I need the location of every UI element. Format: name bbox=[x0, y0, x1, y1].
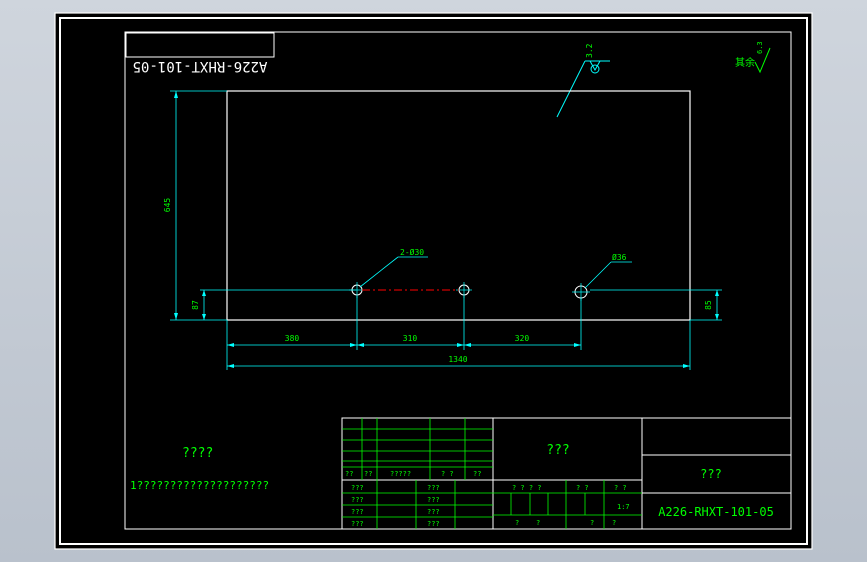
outer-frame bbox=[59, 17, 808, 545]
title-block-header: ?? ?? ????? ? ? ?? bbox=[345, 470, 481, 478]
hole-leaders bbox=[359, 256, 632, 289]
drawing-number: A226-RHXT-101-05 bbox=[658, 505, 774, 519]
scale-label: ? ? bbox=[614, 484, 627, 492]
horizontal-dimensions bbox=[227, 343, 690, 368]
row-label: ??? bbox=[351, 508, 364, 516]
surface-mark: 3.2 bbox=[585, 43, 594, 58]
row-label: ??? bbox=[351, 520, 364, 528]
dim-total: 1340 bbox=[448, 355, 467, 364]
surface-leader: 3.2 bbox=[556, 43, 610, 118]
hole-pair-callout: 2-Ø30 bbox=[400, 247, 424, 257]
notes-item: 1???????????????????? bbox=[130, 479, 269, 492]
part-outline[interactable] bbox=[226, 90, 691, 321]
notes-title: ???? bbox=[182, 446, 213, 461]
roughness-value: 6.3 bbox=[756, 41, 764, 54]
title-block-rows: ??? ??? ??? ??? ??? ??? ??? ??? bbox=[351, 484, 440, 528]
stage-header: ? ? ? ? ? ? ? ? 1:7 ? ? ? ? bbox=[512, 484, 630, 527]
sheet-label: ? bbox=[590, 519, 594, 527]
company-name: ??? bbox=[700, 467, 722, 481]
sheet-label: ? bbox=[515, 519, 519, 527]
title-block bbox=[341, 417, 792, 530]
dim-seg3: 320 bbox=[515, 334, 530, 343]
row-label: ??? bbox=[427, 520, 440, 528]
mirrored-code: A226-RHXT-101-05 bbox=[133, 58, 268, 74]
row-label: ??? bbox=[351, 496, 364, 504]
row-label: ??? bbox=[427, 508, 440, 516]
drawing-sheet bbox=[54, 12, 813, 550]
hdr-1: ?? bbox=[364, 470, 372, 478]
hdr-0: ?? bbox=[345, 470, 353, 478]
sheet-label: ? bbox=[536, 519, 540, 527]
dim-seg1: 380 bbox=[285, 334, 300, 343]
hdr-3: ? ? bbox=[441, 470, 454, 478]
part-name: ??? bbox=[546, 443, 569, 458]
hdr-4: ?? bbox=[473, 470, 481, 478]
hole-single-callout: Ø36 bbox=[612, 252, 627, 262]
weight-label: ? ? bbox=[576, 484, 589, 492]
dim-height-main: 645 bbox=[163, 198, 172, 213]
hdr-2: ????? bbox=[390, 470, 411, 478]
roughness-symbol: 其余 6.3 bbox=[735, 41, 771, 74]
dim-seg2: 310 bbox=[403, 334, 418, 343]
sheet-label: ? bbox=[612, 519, 616, 527]
row-label: ??? bbox=[427, 496, 440, 504]
row-label: ??? bbox=[351, 484, 364, 492]
scale-value: 1:7 bbox=[617, 503, 630, 511]
stage-label: ? ? ? ? bbox=[512, 484, 542, 492]
row-label: ??? bbox=[427, 484, 440, 492]
dim-height-right: 85 bbox=[704, 300, 713, 310]
vertical-dimensions bbox=[174, 91, 719, 320]
dim-height-left: 87 bbox=[191, 300, 200, 310]
roughness-note: 其余 bbox=[735, 56, 755, 69]
mirrored-code-box: A226-RHXT-101-05 bbox=[125, 32, 275, 74]
